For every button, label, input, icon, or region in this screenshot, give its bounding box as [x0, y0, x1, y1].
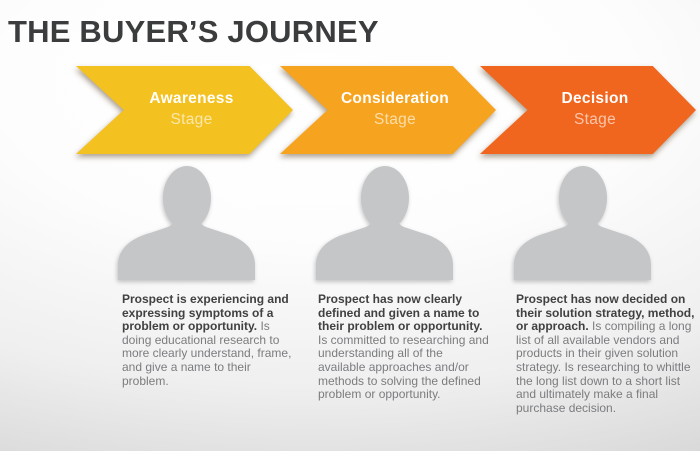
consideration-stage-arrow: Consideration Stage	[280, 66, 496, 154]
consideration-description-lead: Prospect has now clearly defined and giv…	[318, 292, 483, 334]
person-silhouette-icon	[514, 165, 651, 280]
decision-description-lead: Prospect has now decided on their soluti…	[516, 292, 695, 334]
consideration-description: Prospect has now clearly defined and giv…	[318, 292, 492, 402]
stage-name: Awareness	[149, 90, 234, 108]
chevron-shape: Awareness Stage	[76, 66, 293, 154]
stage-label: Stage	[573, 111, 616, 128]
chevron-shape: Consideration Stage	[280, 66, 496, 154]
person-silhouette-icon	[316, 165, 453, 280]
stage-name: Decision	[561, 90, 629, 108]
awareness-description: Prospect is experiencing and expressing …	[122, 292, 292, 388]
awareness-description-rest: Is doing educational research to more cl…	[122, 319, 292, 388]
stage-label: Stage	[170, 111, 213, 128]
chevron-shape: Decision Stage	[480, 66, 696, 154]
awareness-stage-arrow: Awareness Stage	[76, 66, 293, 154]
person-silhouette-icon	[118, 165, 255, 280]
stage-name: Consideration	[340, 90, 450, 108]
decision-description: Prospect has now decided on their soluti…	[516, 292, 698, 415]
page-title: THE BUYER’S JOURNEY	[8, 14, 379, 49]
awareness-description-lead: Prospect is experiencing and expressing …	[122, 292, 289, 334]
decision-stage-arrow: Decision Stage	[480, 66, 696, 154]
decision-description-rest: Is compiling a long list of all availabl…	[516, 319, 692, 415]
stage-label: Stage	[373, 111, 416, 128]
consideration-description-rest: Is committed to researching and understa…	[318, 332, 489, 402]
